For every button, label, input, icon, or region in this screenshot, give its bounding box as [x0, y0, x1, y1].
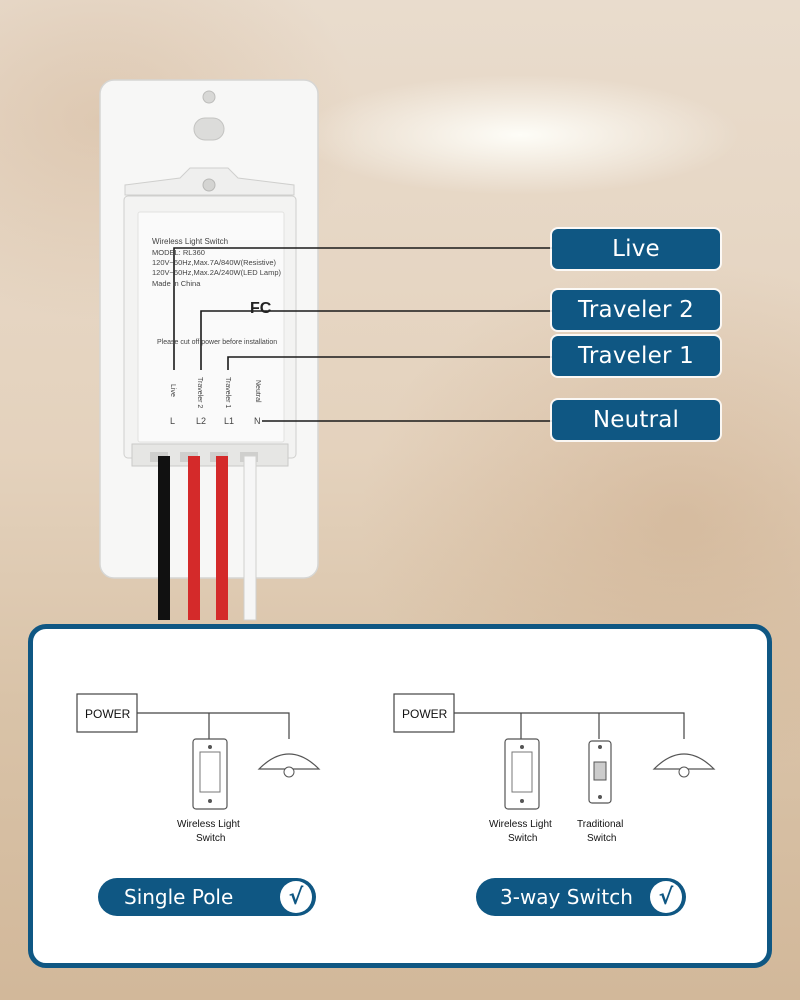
- power-label-3way: POWER: [402, 707, 448, 721]
- terminal-name-neutral: Neutral: [254, 380, 261, 403]
- traditional-label-2: Switch: [587, 833, 616, 844]
- wire-traveler-1: [216, 456, 228, 620]
- wiring-diagram-panel: POWER Wireless Light Switch POWER: [28, 624, 772, 968]
- single-pole-badge: Single Pole √: [98, 878, 316, 916]
- wire-live: [158, 456, 170, 620]
- switch-label-1-3way: Wireless Light: [489, 819, 552, 830]
- single-pole-badge-label: Single Pole: [124, 885, 234, 909]
- leader-traveler-1: [227, 356, 552, 370]
- power-box-3way: [393, 693, 455, 733]
- switch-label-1: Wireless Light: [177, 819, 240, 830]
- leader-traveler-2: [200, 310, 552, 370]
- fcc-mark: FC: [250, 300, 272, 317]
- wiring-diagrams: POWER Wireless Light Switch POWER: [76, 693, 716, 844]
- terminal-code-neutral: N: [254, 416, 261, 426]
- power-label: POWER: [85, 707, 131, 721]
- three-way-badge: 3-way Switch √: [476, 878, 686, 916]
- wires: [158, 455, 257, 621]
- traditional-label-1: Traditional: [577, 819, 623, 830]
- check-icon: √: [650, 881, 682, 913]
- plate-screw-hole: [202, 90, 216, 104]
- callout-live: Live: [552, 229, 720, 269]
- device-model: MODEL: RL360: [152, 248, 205, 257]
- power-box: [76, 693, 138, 733]
- leader-live: [173, 247, 552, 370]
- leader-lines: [173, 247, 552, 422]
- terminal-name-traveler-2: Traveler 2: [196, 377, 203, 408]
- device-origin: Made in China: [152, 279, 201, 288]
- wire-traveler-2: [188, 456, 200, 620]
- check-icon: √: [280, 881, 312, 913]
- terminal-code-live: L: [170, 416, 175, 426]
- terminal-code-traveler-2: L2: [196, 416, 206, 426]
- switch-label-2-3way: Switch: [508, 833, 537, 844]
- single-pole-diagram: POWER Wireless Light Switch: [76, 693, 321, 844]
- terminal-name-live: Live: [169, 384, 176, 397]
- lamp-icon-3way: [652, 753, 716, 770]
- device-spec-2: 120V~60Hz,Max.2A/240W(LED Lamp): [152, 268, 282, 277]
- device-warning: Please cut off power before installation: [157, 339, 277, 346]
- three-way-diagram: POWER Wireless Light Switch Traditional …: [393, 693, 716, 844]
- plate-slot: [193, 117, 225, 141]
- switch-label-2: Switch: [196, 833, 225, 844]
- lamp-icon: [257, 753, 321, 770]
- callout-traveler-1: Traveler 1: [552, 336, 720, 376]
- device-spec-1: 120V~60Hz,Max.7A/840W(Resistive): [152, 258, 277, 267]
- callout-neutral: Neutral: [552, 400, 720, 440]
- terminal-code-traveler-1: L1: [224, 416, 234, 426]
- three-way-badge-label: 3-way Switch: [500, 885, 633, 909]
- wire-neutral: [243, 455, 257, 621]
- terminal-name-traveler-1: Traveler 1: [224, 377, 231, 408]
- device-title: Wireless Light Switch: [152, 237, 228, 246]
- callout-traveler-2: Traveler 2: [552, 290, 720, 330]
